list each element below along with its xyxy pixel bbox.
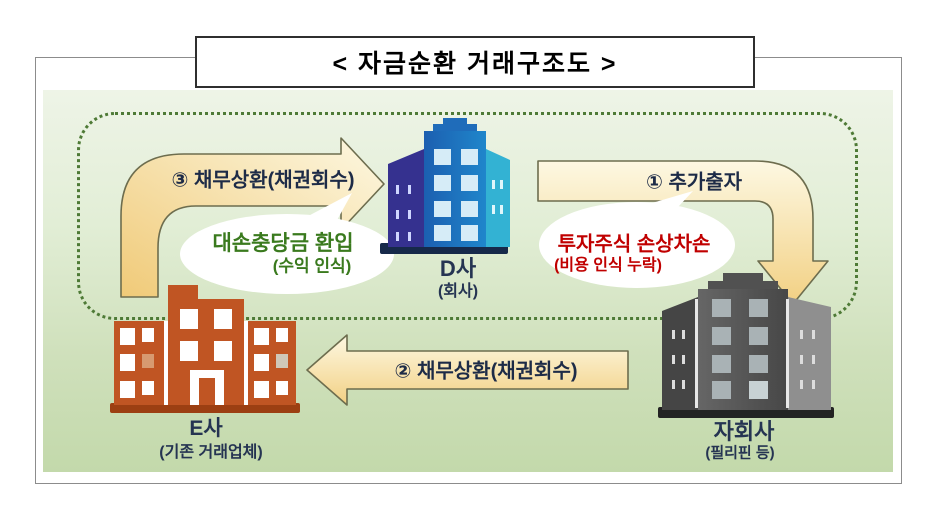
e-company-subtitle: (기존 거래업체): [159, 444, 263, 461]
e-company-name: E사: [189, 417, 223, 440]
arrow-repay-mid-label: ② 채무상환(채권회수): [394, 360, 578, 383]
diagram-title: < 자금순환 거래구조도 >: [332, 50, 618, 78]
subsidiary-name: 자회사: [713, 419, 775, 444]
arrow-repay-top-icon: [120, 137, 385, 298]
d-company-subtitle: (회사): [437, 283, 479, 300]
callout-impairment-bubble: [539, 191, 735, 288]
arrow-invest-icon: [537, 160, 829, 305]
callout-allowance-line2: (수익 인식): [272, 256, 352, 276]
e-company-building-icon: [110, 285, 300, 413]
subsidiary-subtitle: (필리핀 등): [705, 444, 775, 462]
callout-allowance-bubble: [180, 193, 394, 294]
callout-impairment-line2: (비용 인식 누락): [554, 257, 662, 274]
d-company-name: D사: [439, 256, 477, 281]
d-company-building-icon: [380, 118, 510, 254]
callout-allowance-line1: 대손충당금 환입: [212, 232, 354, 255]
arrow-repay-mid-icon: [306, 334, 629, 406]
callout-impairment-line1: 투자주식 손상차손: [557, 233, 711, 256]
arrow-invest-label: ① 추가출자: [645, 171, 743, 194]
circulation-dotted-loop: [77, 112, 858, 320]
diagram-title-box: < 자금순환 거래구조도 >: [195, 36, 755, 88]
subsidiary-building-icon: [658, 273, 834, 418]
arrow-repay-top-label: ③ 채무상환(채권회수): [171, 169, 355, 192]
